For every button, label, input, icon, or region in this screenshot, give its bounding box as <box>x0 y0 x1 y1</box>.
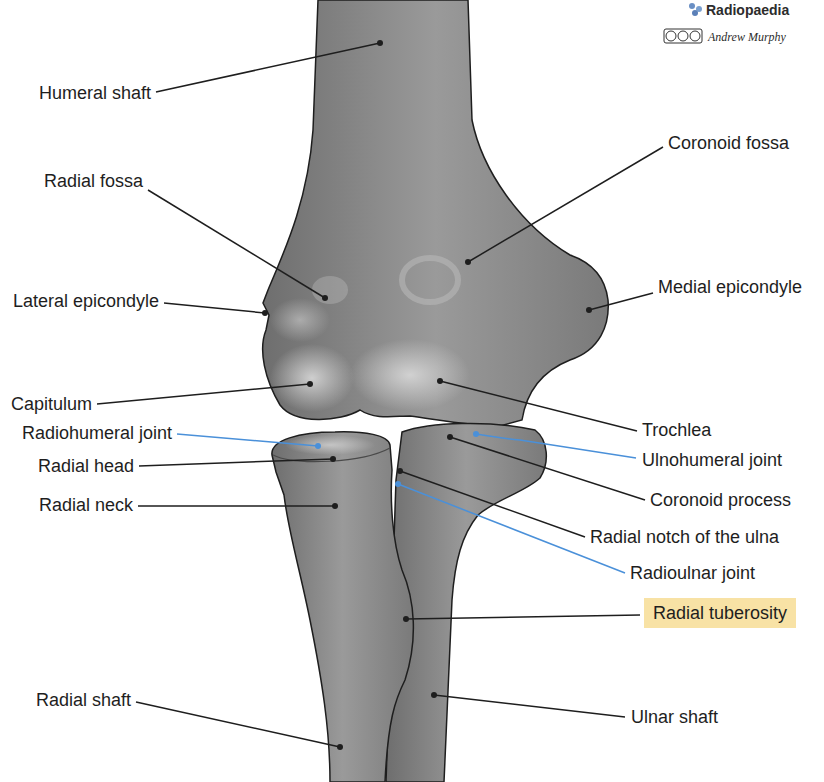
joint-leader-line <box>476 434 636 458</box>
leader-dots <box>262 40 592 750</box>
leader-dot <box>377 40 383 46</box>
part-label: Radial fossa <box>44 170 143 192</box>
part-label: Radial shaft <box>36 689 131 711</box>
leader-line <box>164 303 265 313</box>
capitulum-shading <box>270 344 354 412</box>
leader-dot <box>322 295 328 301</box>
logo-dot <box>692 10 698 16</box>
joint-dot <box>395 481 401 487</box>
joint-leader-line <box>177 434 318 446</box>
leader-dot <box>437 378 443 384</box>
part-label: Humeral shaft <box>39 82 151 104</box>
leader-dot <box>262 310 268 316</box>
leader-dot <box>465 259 471 265</box>
part-label: Trochlea <box>642 419 711 441</box>
leader-line <box>440 381 637 431</box>
epicondyle-shading <box>270 298 330 342</box>
leader-line <box>139 459 333 466</box>
license-icon <box>678 31 688 41</box>
coronoid-fossa-shape <box>402 258 458 302</box>
license-badge <box>664 29 702 43</box>
part-label: Radial tuberosity <box>653 602 787 624</box>
leader-dot <box>397 468 403 474</box>
watermark-logo <box>664 3 702 43</box>
part-label: Coronoid fossa <box>668 132 789 154</box>
radius <box>272 432 413 782</box>
leader-line <box>434 695 625 717</box>
humerus <box>263 0 609 426</box>
leader-line <box>589 293 653 310</box>
part-label: Radial notch of the ulna <box>590 526 779 548</box>
license-icon <box>666 31 676 41</box>
part-label: Radiohumeral joint <box>22 422 172 444</box>
joint-dots <box>315 431 479 487</box>
logo-dot <box>689 3 695 9</box>
part-label: Ulnohumeral joint <box>642 449 782 471</box>
leader-dot <box>431 692 437 698</box>
watermark: Radiopaedia <box>706 2 789 18</box>
leader-lines <box>97 43 663 747</box>
highlight-box: Radial tuberosity <box>644 598 796 628</box>
part-label: Radial head <box>38 455 134 477</box>
leader-dot <box>307 381 313 387</box>
part-label: Radioulnar joint <box>630 562 755 584</box>
part-label: Capitulum <box>11 393 92 415</box>
leader-line <box>136 702 340 747</box>
part-label: Ulnar shaft <box>631 706 718 728</box>
leader-dot <box>330 456 336 462</box>
leader-dot <box>332 503 338 509</box>
leader-line <box>468 147 663 262</box>
joint-leader-lines <box>177 434 636 573</box>
leader-line <box>138 505 335 507</box>
joint-dot <box>315 443 321 449</box>
leader-line <box>148 190 325 298</box>
trochlea-shading <box>350 339 470 411</box>
leader-dot <box>447 434 453 440</box>
leader-line <box>156 43 380 92</box>
leader-dot <box>337 744 343 750</box>
leader-line <box>97 384 310 404</box>
leader-dot <box>586 307 592 313</box>
joint-dot <box>473 431 479 437</box>
leader-line <box>450 437 645 500</box>
part-label: Radial neck <box>39 494 133 516</box>
leader-line <box>406 615 640 619</box>
part-label: Coronoid process <box>650 489 791 511</box>
part-label: Lateral epicondyle <box>13 290 159 312</box>
part-label: Medial epicondyle <box>658 276 802 298</box>
radial-fossa-shape <box>312 276 348 304</box>
leader-dot <box>403 616 409 622</box>
license-icon <box>690 31 700 41</box>
leader-line <box>400 471 585 537</box>
author-credit: Andrew Murphy <box>708 30 786 44</box>
